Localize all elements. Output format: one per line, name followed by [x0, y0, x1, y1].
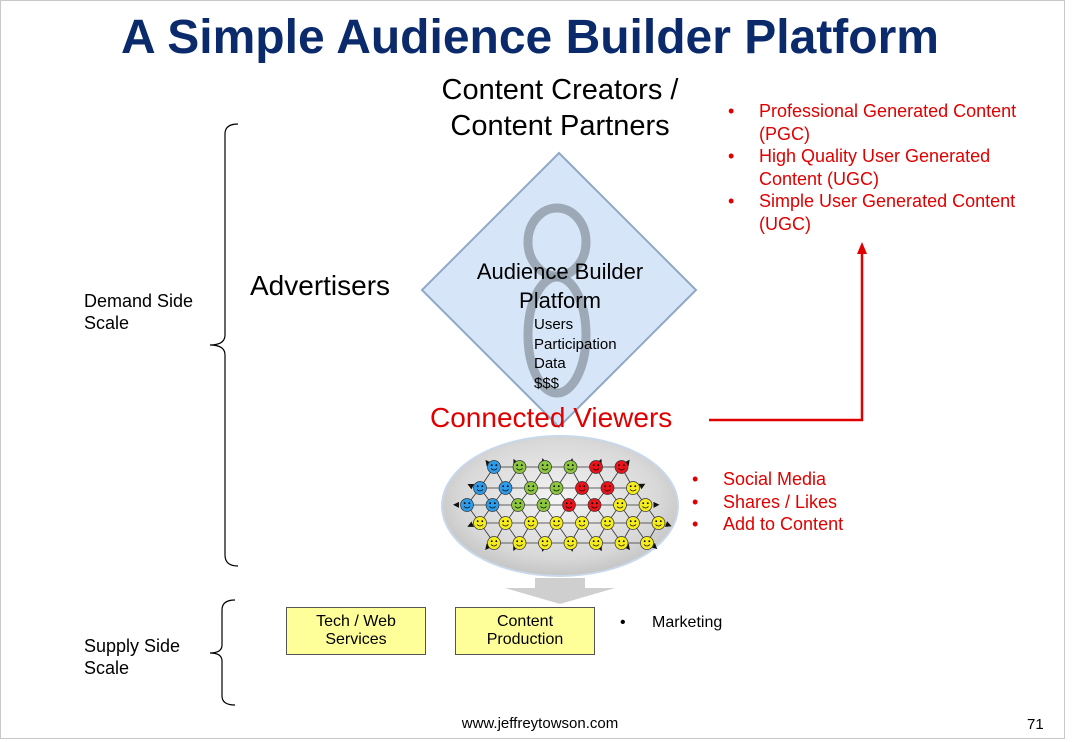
- smiley-icon: [563, 536, 578, 550]
- demand-side-label: Demand Side Scale: [84, 291, 194, 333]
- arrow-icon: [638, 483, 646, 490]
- list-item: Add to Content: [692, 513, 992, 536]
- marketing-bullet: • Marketing: [620, 614, 722, 632]
- content-types-list: Professional Generated Content (PGC) Hig…: [728, 100, 1028, 235]
- feedback-arrow: [709, 252, 864, 422]
- smiley-icon: [498, 481, 513, 495]
- smiley-icon: [473, 481, 487, 495]
- list-item: Social Media: [692, 468, 992, 491]
- list-item: Simple User Generated Content (UGC): [728, 190, 1028, 235]
- smiley-icon: [589, 536, 603, 550]
- down-arrow: [505, 578, 615, 604]
- smiley-icon: [613, 498, 627, 512]
- smiley-icon: [524, 481, 538, 495]
- arrow-icon: [467, 521, 475, 527]
- arrow-icon: [485, 543, 492, 550]
- smiley-icon: [587, 498, 602, 512]
- tech-web-services-box: Tech / Web Services: [286, 607, 426, 655]
- smiley-icon: [498, 516, 513, 530]
- arrow-icon: [664, 521, 672, 527]
- smiley-icon: [538, 536, 552, 550]
- advertisers-label: Advertisers: [250, 270, 391, 301]
- smiley-icon: [512, 460, 527, 474]
- smiley-icon: [626, 481, 640, 495]
- box-label: Content Production: [486, 613, 564, 648]
- content-production-box: Content Production: [455, 607, 595, 655]
- metric-users: Users: [534, 316, 574, 333]
- smiley-icon: [562, 498, 576, 512]
- smiley-icon: [626, 516, 640, 530]
- smiley-icon: [511, 498, 525, 512]
- smiley-icon: [549, 481, 564, 495]
- platform-label: Audience Builder Platform: [476, 259, 644, 313]
- supply-side-label: Supply Side Scale: [84, 636, 181, 678]
- smiley-icon: [460, 498, 474, 512]
- smiley-icon: [549, 516, 564, 530]
- arrow-icon: [653, 501, 660, 508]
- smiley-icon: [589, 460, 603, 474]
- arrow-icon: [467, 483, 475, 490]
- viewer-network: [453, 458, 672, 552]
- loop-icon-bottom: [523, 272, 591, 398]
- demand-side-brace: [209, 123, 239, 567]
- smiley-icon: [614, 536, 629, 550]
- footer-url: www.jeffreytowson.com: [461, 715, 619, 732]
- page-number: 71: [1027, 716, 1044, 733]
- viewer-activities-list: Social Media Shares / Likes Add to Conte…: [692, 468, 992, 536]
- connected-viewers-label: Connected Viewers: [430, 402, 673, 433]
- box-label: Tech / Web Services: [316, 613, 396, 648]
- smiley-icon: [536, 498, 551, 512]
- smiley-icon: [638, 498, 653, 512]
- metric-participation: Participation: [534, 335, 617, 353]
- smiley-icon: [614, 460, 629, 474]
- arrow-icon: [453, 501, 460, 508]
- supply-side-brace: [209, 599, 236, 706]
- platform-diamond: [420, 151, 698, 429]
- bullet-icon: •: [620, 614, 626, 631]
- smiley-icon: [487, 460, 501, 474]
- smiley-icon: [600, 481, 615, 495]
- arrow-icon: [650, 542, 658, 550]
- smiley-icon: [485, 498, 500, 512]
- smiley-icon: [563, 460, 578, 474]
- smiley-icon: [538, 460, 552, 474]
- smiley-icon: [575, 516, 589, 530]
- marketing-label: Marketing: [652, 614, 723, 631]
- platform-metrics: Users Participation Data $$$: [534, 315, 617, 393]
- smiley-icon: [487, 536, 501, 550]
- smiley-icon: [600, 516, 615, 530]
- list-item: Professional Generated Content (PGC): [728, 100, 1028, 145]
- smiley-icon: [473, 516, 487, 530]
- list-item: High Quality User Generated Content (UGC…: [728, 145, 1028, 190]
- smiley-icon: [575, 481, 589, 495]
- slide-title: A Simple Audience Builder Platform: [121, 11, 939, 64]
- smiley-icon: [524, 516, 538, 530]
- content-creators-label: Content Creators / Content Partners: [441, 74, 679, 142]
- metric-data: Data: [534, 355, 566, 372]
- smiley-icon: [640, 536, 654, 550]
- metric-money: $$$: [534, 374, 560, 392]
- smiley-icon: [651, 516, 666, 530]
- list-item: Shares / Likes: [692, 491, 992, 514]
- smiley-icon: [512, 536, 527, 550]
- feedback-arrowhead: [857, 242, 867, 254]
